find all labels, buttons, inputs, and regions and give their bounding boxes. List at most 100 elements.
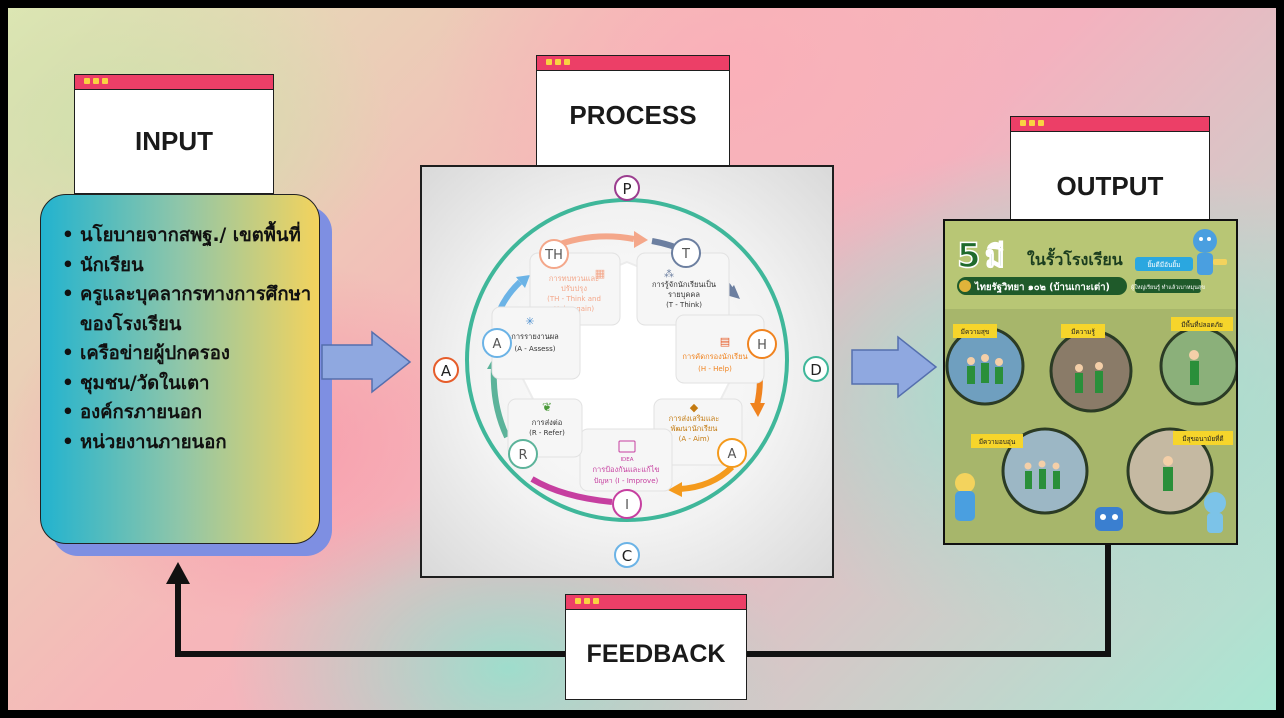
- svg-text:มี: มี: [985, 240, 1005, 275]
- window-dot-icon: [575, 598, 581, 604]
- label-hygiene: มีสุขอนามัยที่ดี: [1173, 431, 1233, 445]
- svg-text:พัฒนานักเรียน: พัฒนานักเรียน: [671, 424, 718, 433]
- window-dot-icon: [93, 78, 99, 84]
- window-dot-icon: [1029, 120, 1035, 126]
- svg-text:(T - Think): (T - Think): [666, 301, 702, 309]
- svg-text:ไทยรัฐวิทยา ๑๐๒ (บ้านเกาะเต่า): ไทยรัฐวิทยา ๑๐๒ (บ้านเกาะเต่า): [974, 281, 1110, 293]
- process-window: PROCESS: [536, 55, 730, 167]
- svg-text:5: 5: [957, 236, 981, 276]
- svg-text:IDEA: IDEA: [620, 457, 633, 463]
- svg-text:(TH - Think and: (TH - Think and: [547, 295, 601, 303]
- process-cycle-panel: P D C A TH: [420, 165, 834, 578]
- svg-text:A: A: [728, 447, 737, 462]
- step-i: I IDEA การป้องกันและแก้ไข ปัญหา (I - Imp…: [579, 428, 673, 519]
- step-h: H การคัดกรองนักเรียน (H - Help): [675, 314, 777, 384]
- teacher-board-icon: ▤: [720, 335, 730, 348]
- svg-text:(A - Assess): (A - Assess): [515, 345, 556, 353]
- output-title: OUTPUT: [1056, 171, 1164, 201]
- window-title-bar: [537, 56, 729, 71]
- svg-text:การส่งต่อ: การส่งต่อ: [532, 418, 562, 427]
- arrowhead-icon: [668, 482, 682, 497]
- output-window: OUTPUT: [1010, 116, 1210, 221]
- svg-text:มีความอบอุ่น: มีความอบอุ่น: [979, 438, 1016, 446]
- svg-text:การรายงานผล: การรายงานผล: [511, 332, 558, 341]
- input-item: นักเรียน: [62, 251, 312, 281]
- svg-text:R: R: [518, 448, 527, 463]
- feedback-window: FEEDBACK: [565, 594, 747, 700]
- step-r: R ❦ การส่งต่อ (R - Refer): [507, 398, 583, 469]
- cycle-arrow-a: [679, 464, 735, 492]
- window-dot-icon: [546, 59, 552, 65]
- svg-text:H: H: [757, 338, 767, 353]
- step-a-aim: A การส่งเสริมและ พัฒนานักเรียน (A - Aim): [653, 398, 747, 468]
- plant-icon: ❦: [542, 400, 552, 414]
- people-icon: ⁂: [664, 268, 674, 280]
- pdca-letter-c: C: [614, 542, 640, 568]
- arrowhead-icon: [516, 275, 530, 288]
- pdca-letter-d: D: [803, 356, 829, 382]
- window-dot-icon: [1038, 120, 1044, 126]
- window-dot-icon: [555, 59, 561, 65]
- step-a-assess: A ✳ การรายงานผล (A - Assess): [482, 306, 581, 380]
- input-to-process-arrow: [321, 330, 412, 394]
- feedback-title: FEEDBACK: [586, 639, 726, 668]
- svg-text:A: A: [493, 337, 502, 352]
- poster-graphic: 5 มี ในรั้วโรงเรียน ไทยรัฐวิทยา ๑๐๒ (บ้า…: [945, 221, 1236, 543]
- input-item: ชุมชน/วัดในเตา: [62, 369, 312, 399]
- process-to-output-arrow: [851, 335, 938, 399]
- svg-text:D: D: [810, 361, 822, 379]
- svg-text:การรู้จักนักเรียนเป็น: การรู้จักนักเรียนเป็น: [652, 279, 716, 289]
- window-dot-icon: [102, 78, 108, 84]
- input-window: INPUT: [74, 74, 274, 194]
- svg-text:มีความรู้: มีความรู้: [1071, 328, 1095, 336]
- svg-text:การคัดกรองนักเรียน: การคัดกรองนักเรียน: [682, 352, 747, 361]
- input-item: ครูและบุคลากรทางการศึกษาของโรงเรียน: [62, 280, 312, 339]
- window-title-bar: [75, 75, 273, 90]
- label-knowledge: มีความรู้: [1061, 324, 1105, 338]
- process-cycle-diagram: P D C A TH: [433, 175, 829, 568]
- svg-text:รายบุคคล: รายบุคคล: [668, 290, 700, 299]
- window-dot-icon: [564, 59, 570, 65]
- window-dot-icon: [593, 598, 599, 604]
- svg-text:T: T: [681, 247, 690, 262]
- cycle-arrow-i: [530, 476, 613, 505]
- svg-text:P: P: [622, 180, 631, 198]
- school-emblem-icon: [959, 280, 971, 292]
- label-happy: มีความสุข: [953, 324, 997, 338]
- idea-icon: [618, 440, 636, 453]
- window-dot-icon: [1020, 120, 1026, 126]
- building-icon: ▦: [595, 267, 605, 280]
- svg-text:A: A: [441, 362, 452, 380]
- window-title-bar: [566, 595, 746, 610]
- window-dot-icon: [84, 78, 90, 84]
- mascot-icon: [955, 473, 975, 521]
- svg-text:C: C: [622, 547, 632, 565]
- mascot-icon: [1095, 507, 1123, 531]
- svg-text:I: I: [625, 498, 629, 513]
- svg-text:การส่งเสริมและ: การส่งเสริมและ: [669, 414, 720, 423]
- svg-text:ในรั้วโรงเรียน: ในรั้วโรงเรียน: [1027, 247, 1123, 269]
- label-safe-space: มีพื้นที่ปลอดภัย: [1171, 317, 1233, 331]
- pdca-letter-a: A: [433, 357, 459, 383]
- svg-text:(H - Help): (H - Help): [698, 365, 732, 373]
- svg-text:การป้องกันและแก้ไข: การป้องกันและแก้ไข: [592, 465, 659, 474]
- input-list: นโยบายจากสพฐ./ เขตพื้นที่ นักเรียน ครูแล…: [62, 221, 312, 457]
- svg-text:(A - Aim): (A - Aim): [679, 435, 710, 443]
- svg-text:TH: TH: [544, 248, 563, 263]
- svg-text:ปัญหา (I - Improve): ปัญหา (I - Improve): [594, 477, 659, 485]
- svg-text:การทบทวนและ: การทบทวนและ: [549, 274, 599, 283]
- process-title: PROCESS: [569, 100, 697, 130]
- pdca-letter-p: P: [614, 175, 640, 201]
- svg-text:ยิ้มดีมีอันยิ้ม: ยิ้มดีมีอันยิ้ม: [1147, 260, 1180, 269]
- window-title-bar: [1011, 117, 1209, 132]
- input-item: เครือข่ายผู้ปกครอง: [62, 339, 312, 369]
- label-warmth: มีความอบอุ่น: [971, 434, 1023, 448]
- settings-icon: ✳: [525, 315, 534, 328]
- svg-text:มีพื้นที่ปลอดภัย: มีพื้นที่ปลอดภัย: [1181, 320, 1223, 329]
- arrowhead-up-icon: [166, 562, 190, 584]
- input-item: หน่วยงานภายนอก: [62, 428, 312, 458]
- svg-text:ปรับปรุง: ปรับปรุง: [561, 284, 587, 293]
- output-poster: 5 มี ในรั้วโรงเรียน ไทยรัฐวิทยา ๑๐๒ (บ้า…: [943, 219, 1238, 545]
- input-item: นโยบายจากสพฐ./ เขตพื้นที่: [62, 221, 312, 251]
- svg-text:(R - Refer): (R - Refer): [529, 429, 565, 437]
